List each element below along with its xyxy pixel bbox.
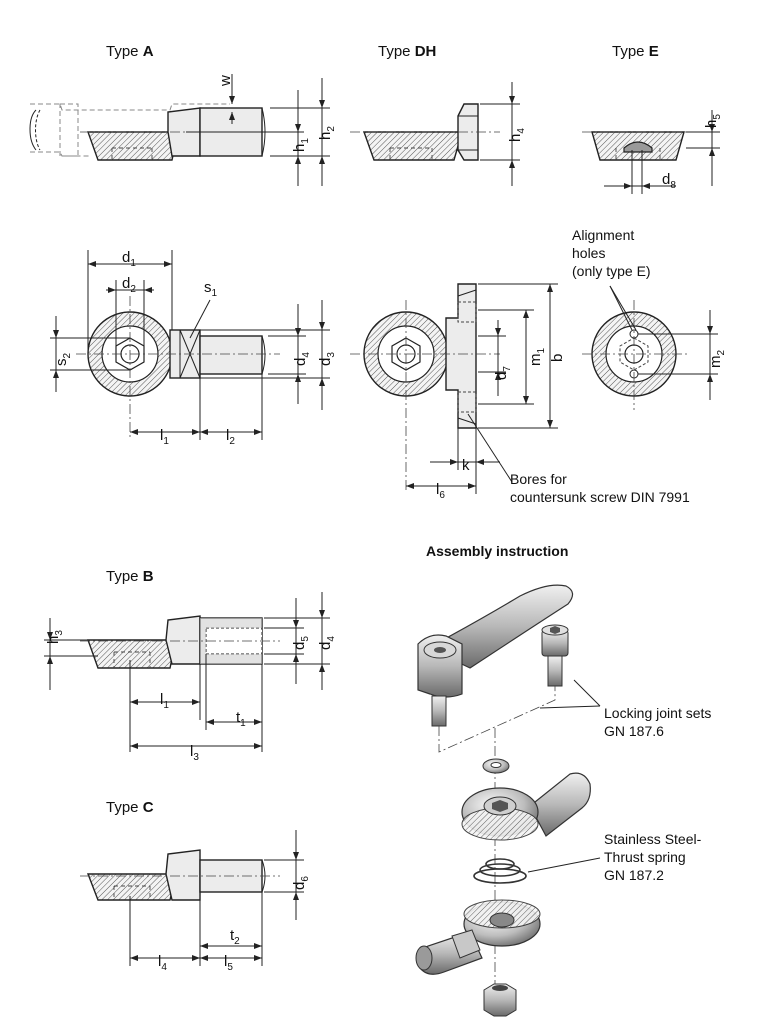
dim-s1: s1 [204,279,218,299]
dim-d1: d1 [122,249,136,269]
hex-nut-image [483,983,517,1017]
dim-d7: d7 [493,366,513,380]
thrust-spring-image [473,858,527,884]
dim-m1: m1 [527,348,547,367]
dim-d4b: d4 [317,636,337,650]
dim-h2: h2 [317,126,337,140]
type-e-title: Type E [612,43,659,60]
dim-h1: h1 [291,138,311,152]
type-dh-front-view: d7 m1 b k l6 Bores for countersunk screw… [350,283,690,505]
lower-rod-end-image [415,899,541,975]
socket-screw-image [541,624,569,687]
dim-d5: d5 [291,636,311,650]
dim-k: k [462,457,470,474]
type-b-title: Type B [106,568,154,585]
dim-l2: l2 [226,427,235,447]
dim-s2: s2 [53,353,73,367]
locking-note: Locking joint sets GN 187.6 [604,705,715,739]
dim-t1: t1 [236,709,246,729]
dim-l6: l6 [436,481,445,501]
type-a-front-view: d1 d2 s1 s2 d4 d3 [50,249,337,447]
dim-t2: t2 [230,927,240,947]
dim-d2: d2 [122,275,136,295]
alignment-note: Alignment holes (only type E) [572,227,651,279]
dim-l5: l5 [224,953,233,973]
dim-h4: h4 [507,128,527,142]
type-c-side-view: Type C d6 t2 l4 l5 [80,799,311,973]
type-a-title: Type A [106,43,154,60]
dim-l4: l4 [158,953,167,973]
dim-b: b [549,354,566,362]
type-c-title: Type C [106,799,154,816]
type-b-side-view: Type B h3 d5 d4 l1 t [44,568,337,763]
bores-note: Bores for countersunk screw DIN 7991 [510,471,690,505]
dim-d3: d3 [317,352,337,366]
assembly-illustration: Assembly instruction Locking joint sets … [415,543,715,1017]
dim-l1: l1 [160,427,169,447]
dim-l1b: l1 [160,691,169,711]
dim-m2: m2 [707,350,727,369]
dim-l3: l3 [190,743,199,763]
dim-d8: d8 [662,171,676,191]
dim-d4: d4 [292,352,312,366]
type-e-front-view: m2 Alignment holes (only type E) [572,227,727,410]
assembly-title: Assembly instruction [426,543,568,559]
dim-h3: h3 [45,630,65,644]
type-a-side-view: Type A w h1 h2 [29,43,337,186]
upper-rod-end-image [461,772,591,841]
type-dh-title: Type DH [378,43,436,60]
dim-w: w [217,75,234,87]
type-dh-side-view: Type DH h4 [350,43,527,186]
type-e-side-view: Type E h5 d8 [582,43,723,194]
dim-h5: h5 [703,114,723,128]
spring-note: Stainless Steel- Thrust spring GN 187.2 [604,831,705,883]
dim-d6: d6 [291,876,311,890]
